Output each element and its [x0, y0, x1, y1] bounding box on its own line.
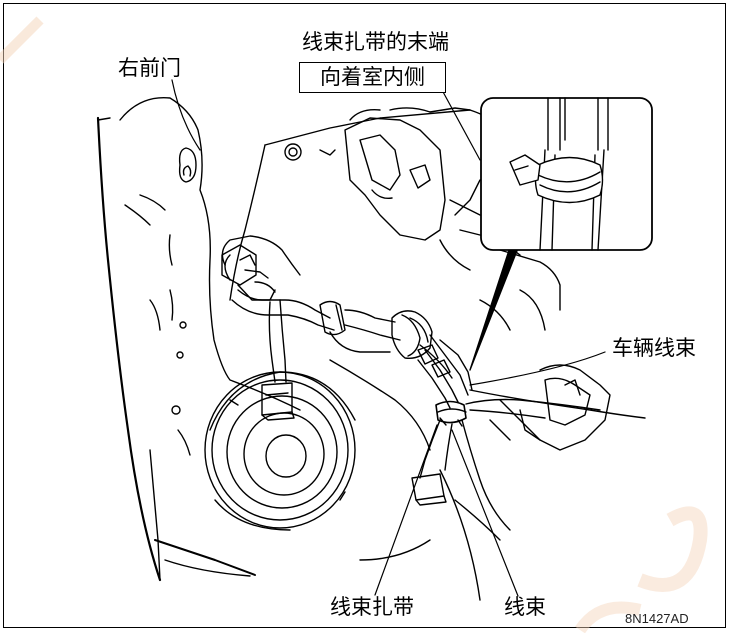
detail-pointer [469, 237, 523, 371]
upper-bracket [344, 117, 446, 241]
figure-code: 8N1427AD [625, 611, 689, 626]
detail-inset [480, 97, 653, 251]
door-bottom-edge [149, 449, 161, 581]
label-right-front-door: 右前门 [118, 56, 181, 80]
wire-harness [221, 235, 601, 531]
label-vehicle-harness: 车辆线束 [612, 336, 696, 360]
label-tie-end: 线束扎带的末端 [302, 30, 449, 54]
leader-lines [171, 79, 606, 597]
door-inner-panel [119, 96, 301, 411]
door-outer-edge [96, 116, 162, 582]
label-harness-tie: 线束扎带 [330, 595, 414, 619]
label-harness: 线束 [504, 595, 546, 619]
label-facing-inside: 向着室内侧 [299, 62, 446, 93]
speaker [204, 371, 356, 531]
